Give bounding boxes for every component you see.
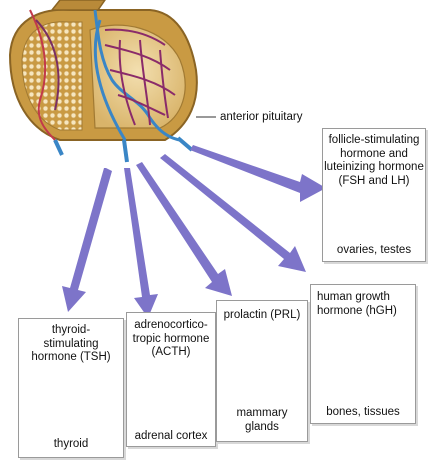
arrow-to-prl	[136, 162, 232, 296]
hgh-box: human growth hormone (hGH) bones, tissue…	[310, 284, 416, 424]
prl-target: mammary glands	[236, 407, 288, 433]
acth-box: adrenocortico- tropic hormone (ACTH) adr…	[126, 312, 216, 447]
hormone-arrows	[62, 145, 326, 318]
capillary-network	[29, 9, 181, 142]
arrow-to-tsh	[62, 168, 112, 312]
fsh-lh-title: follicle-stimulating hormone and luteini…	[324, 134, 424, 187]
hgh-title: human growth hormone (hGH)	[317, 291, 397, 317]
tsh-title: thyroid- stimulating hormone (TSH)	[31, 324, 111, 363]
prl-title: prolactin (PRL)	[223, 309, 301, 321]
tsh-box: thyroid- stimulating hormone (TSH) thyro…	[18, 318, 124, 458]
anterior-pituitary-label: anterior pituitary	[220, 111, 303, 123]
acth-title: adrenocortico- tropic hormone (ACTH)	[132, 319, 210, 358]
fsh-lh-box: follicle-stimulating hormone and luteini…	[322, 128, 426, 262]
pituitary-gland-illustration	[8, 0, 198, 163]
acth-target: adrenal cortex	[134, 430, 208, 442]
arrow-to-fsh-lh	[190, 145, 326, 202]
hgh-target: bones, tissues	[326, 406, 400, 418]
tsh-target: thyroid	[53, 438, 89, 450]
arrow-to-acth	[124, 168, 158, 318]
fsh-lh-target: ovaries, testes	[336, 244, 412, 256]
prl-box: prolactin (PRL) mammary glands	[216, 300, 308, 442]
arrow-to-hgh	[160, 154, 306, 272]
